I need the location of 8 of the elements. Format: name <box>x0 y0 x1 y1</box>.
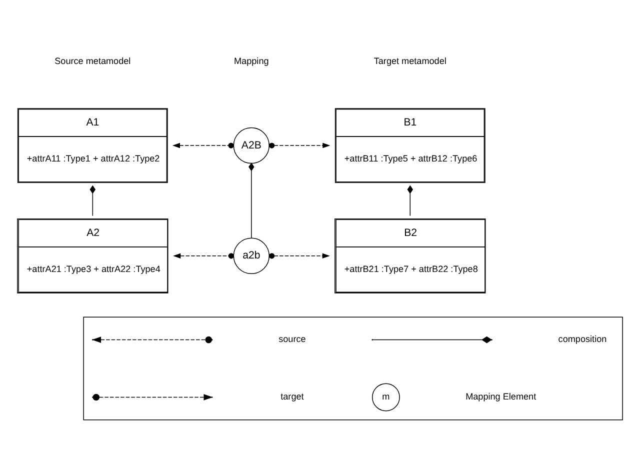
label: Mapping <box>234 56 269 66</box>
label: Source metamodel <box>54 56 131 66</box>
label: m <box>382 392 390 402</box>
legend-label: target <box>280 392 304 402</box>
label: Target metamodel <box>374 56 446 66</box>
legend-label: composition <box>558 334 607 344</box>
legend-label: Mapping Element <box>466 392 536 402</box>
legend-label: source <box>278 334 306 344</box>
